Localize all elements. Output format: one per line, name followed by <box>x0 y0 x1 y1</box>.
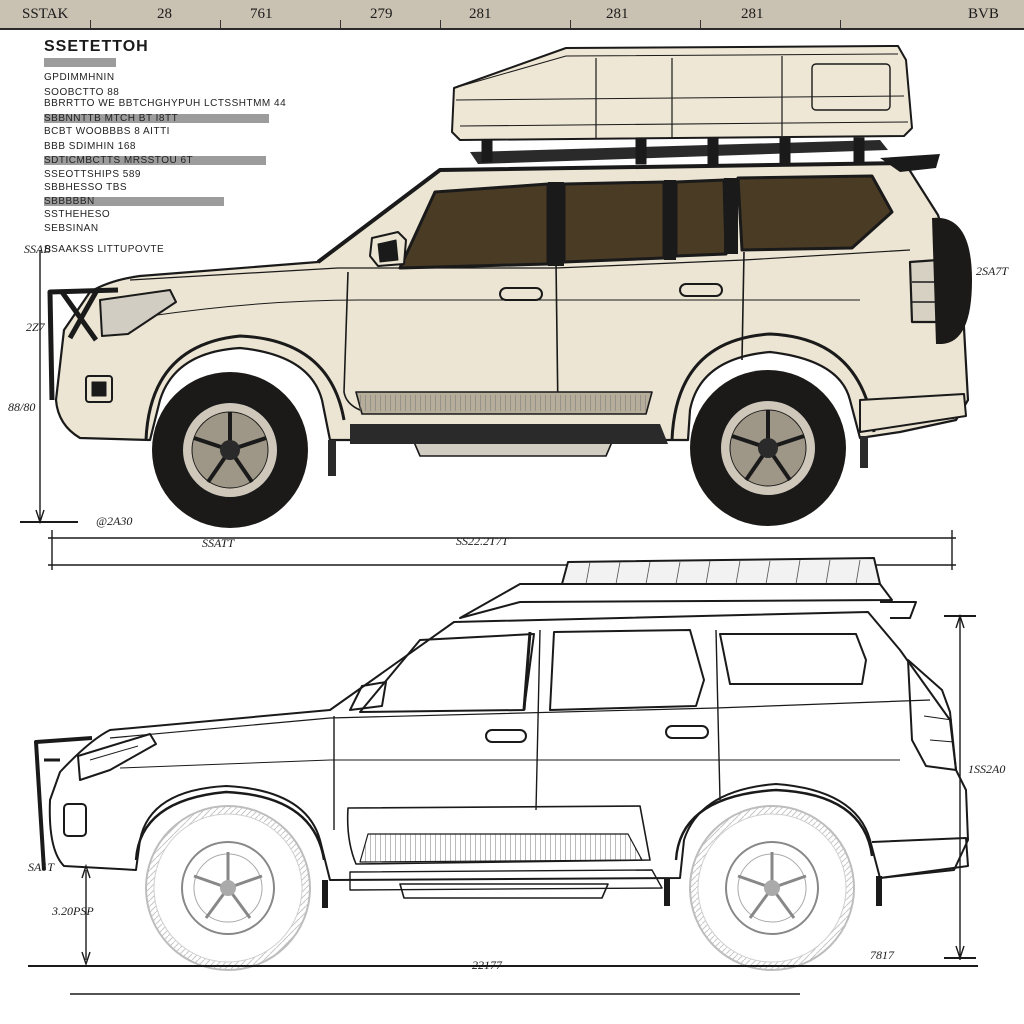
spec-panel: SSETETTOH GPDIMMHNIN SOOBCTTO 88 BBRRTTO… <box>44 38 334 255</box>
spec-line: BBB SDIMHIN 168 <box>44 141 136 152</box>
window-glass <box>398 174 894 270</box>
ruler-label: 281 <box>741 6 764 22</box>
spec-line: SSTHEHESO <box>44 209 111 220</box>
roof-rack <box>470 137 888 165</box>
dimension-label: 88/80 <box>8 400 36 414</box>
dimension-label: SSATT <box>202 536 235 550</box>
rear-wheel-outline <box>689 805 855 971</box>
spec-line: SEBSINAN <box>44 223 99 234</box>
spec-line: SBBNNTTB MTCH BT I8TT <box>44 113 179 124</box>
spec-line: SDTICMBCTTS MRSSTOU 6T <box>44 155 194 166</box>
spec-line: GPDIMMHNIN <box>44 72 115 83</box>
roof-box <box>451 45 913 141</box>
dimension-label: SA1T <box>28 860 55 874</box>
spec-title: SSETETTOH <box>44 38 149 55</box>
top-ruler: SSTAK 28 761 279 281 281 281 BVB <box>0 0 1024 30</box>
bull-bar <box>47 287 119 401</box>
dimension-label: 7817 <box>870 948 894 962</box>
ruler-label: 761 <box>250 6 273 22</box>
dimension-label: 22177 <box>472 958 502 972</box>
spec-highlight-bar <box>44 197 224 206</box>
spec-line: BCBT WOOBBBS 8 AITTI <box>44 126 170 137</box>
ruler-label: 281 <box>469 6 492 22</box>
spec-highlight-bar <box>44 114 269 123</box>
ruler-label: 28 <box>157 6 172 22</box>
dimension-label: 1SS2A0 <box>968 762 1006 776</box>
bottom-dimension-lines <box>28 613 978 995</box>
ruler-label: BVB <box>968 6 999 22</box>
top-suv-illustration <box>47 45 972 528</box>
dimension-label: @2A30 <box>96 514 133 528</box>
dimension-label: 3.20PSP <box>52 904 94 918</box>
ruler-label: 279 <box>370 6 393 22</box>
spec-line: SSAAKSS LITTUPOVTE <box>44 244 165 255</box>
front-wheel-outline <box>145 805 311 971</box>
ruler-label: 281 <box>606 6 629 22</box>
spec-line: SOOBCTTO 88 <box>44 87 120 98</box>
spec-highlight-bar <box>44 156 266 165</box>
dimension-label: 2SA7T <box>976 264 1009 278</box>
spec-line: BBRRTTO WE BBTCHGHYPUH LCTSSHTMM 44 <box>44 98 287 109</box>
dimension-label: 2Z7 <box>26 320 45 334</box>
rear-wheel <box>690 370 846 526</box>
bottom-suv-line-drawing <box>34 557 969 971</box>
front-wheel <box>152 372 308 528</box>
dimension-label: SS22.2T7T <box>456 534 509 548</box>
roof-basket <box>459 557 917 619</box>
spec-highlight-bar <box>44 58 116 67</box>
spec-line: SSEOTTSHIPS 589 <box>44 169 141 180</box>
ruler-label: SSTAK <box>22 6 69 22</box>
spec-line: SBBBBBN <box>44 196 95 207</box>
spec-line: SBBHESSO TBS <box>44 182 128 193</box>
dimension-label: SSAB <box>24 242 51 256</box>
